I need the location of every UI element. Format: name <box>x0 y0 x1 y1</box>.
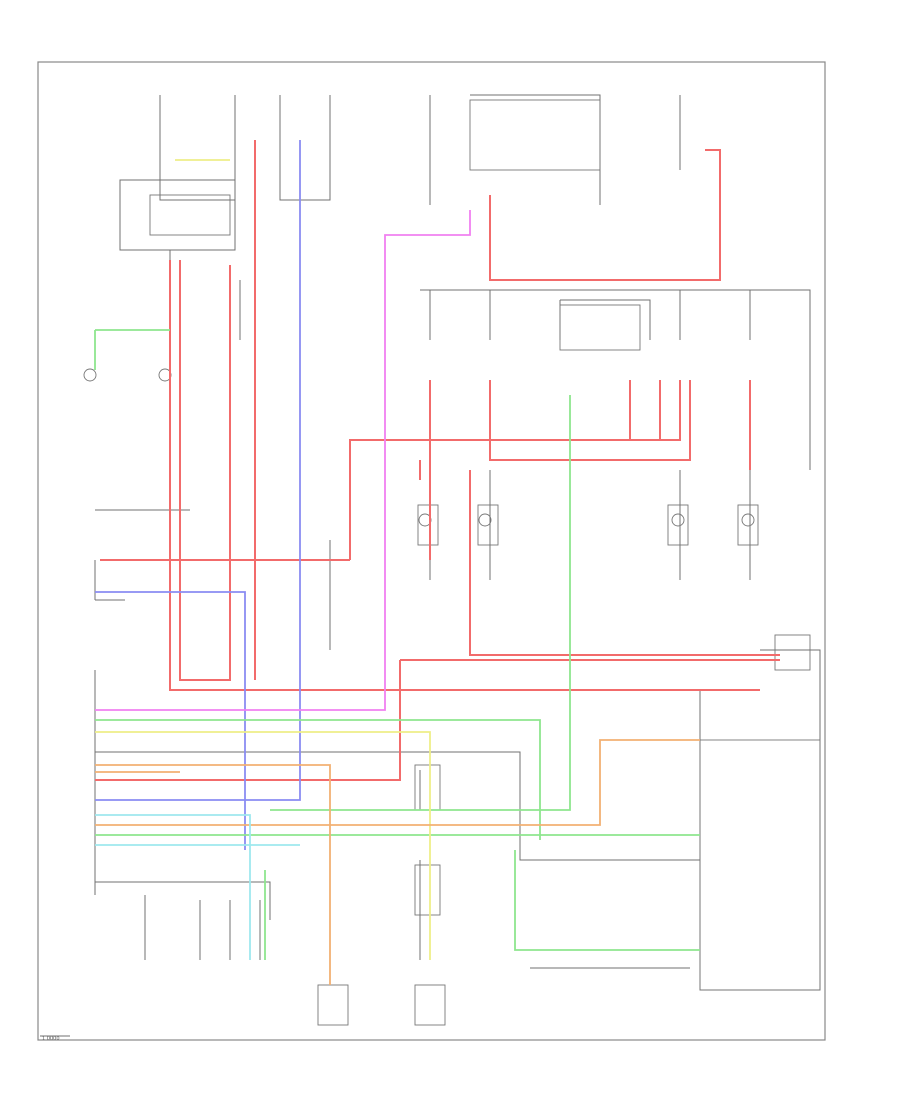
combination-switch-block <box>414 984 446 1026</box>
cyan-wires <box>95 814 300 960</box>
light-sensor <box>414 864 441 916</box>
left-headlight-lo <box>417 504 439 546</box>
diagram-border <box>37 61 826 1041</box>
headlight-leveling-motor <box>317 984 349 1026</box>
yellow-wires <box>95 159 431 960</box>
high-beam-relay-block <box>469 99 601 171</box>
red-wires <box>95 140 780 781</box>
dimmer-switch-block <box>774 634 811 671</box>
headlight-relay-block <box>149 194 231 236</box>
blue-wires <box>95 140 301 850</box>
footer-code: 1 0000 <box>42 1036 60 1042</box>
component-boxes <box>83 99 821 1026</box>
daytime-running-light-module <box>414 764 441 811</box>
headlight-switch-block <box>699 739 821 991</box>
magenta-wires <box>95 210 471 711</box>
right-headlight-hi <box>737 504 759 546</box>
left-headlight-hi <box>667 504 689 546</box>
dimmer-relay-block <box>559 304 641 351</box>
green-wires <box>94 329 700 960</box>
orange-wires <box>95 739 700 985</box>
right-headlight-lo <box>477 504 499 546</box>
